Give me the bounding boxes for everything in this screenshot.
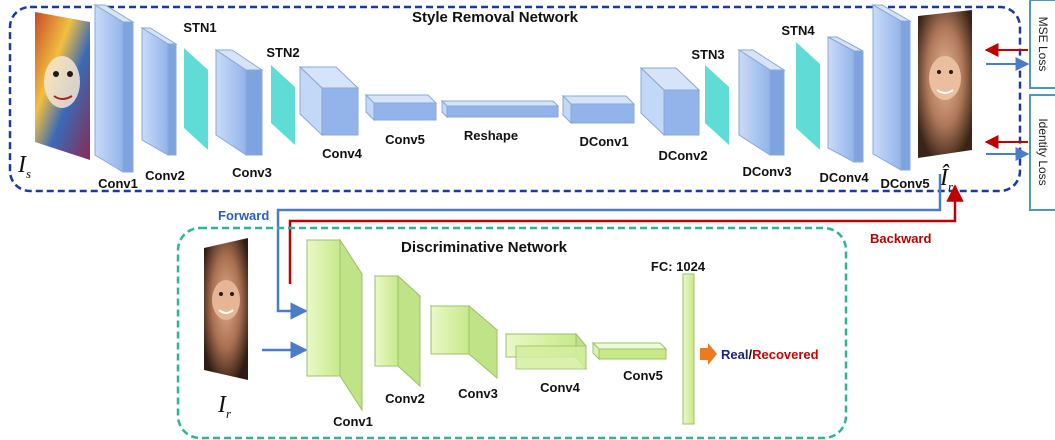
- disc-label-fc: FC: 1024: [651, 259, 706, 274]
- label-stn3: STN3: [691, 47, 724, 62]
- disc-label-conv5: Conv5: [623, 368, 663, 383]
- input-symbol-Ir: Ir: [217, 392, 232, 421]
- stylized-input-image: [35, 12, 90, 160]
- label-dconv1: DConv1: [579, 134, 628, 149]
- forward-path: [276, 174, 942, 320]
- block-dconv1: [561, 94, 636, 125]
- label-stn1: STN1: [183, 20, 216, 35]
- forward-label: Forward: [218, 208, 269, 223]
- identity-loss-box: [1029, 94, 1055, 211]
- disc-label-conv4: Conv4: [540, 380, 581, 395]
- input-symbol-Is: Is: [17, 152, 31, 181]
- disc-block-conv3: [429, 304, 499, 380]
- label-dconv5: DConv5: [880, 176, 929, 191]
- disc-label-conv3: Conv3: [458, 386, 498, 401]
- label-stn2: STN2: [266, 45, 299, 60]
- disc-label-conv2: Conv2: [385, 391, 425, 406]
- label-dconv3: DConv3: [742, 164, 791, 179]
- block-conv1: [93, 4, 135, 173]
- style-removal-frame: [8, 5, 1022, 193]
- disc-block-fc: [682, 273, 695, 425]
- block-conv2: [140, 27, 178, 156]
- disc-block-conv1: [306, 238, 363, 412]
- block-stn1: [184, 48, 208, 150]
- block-conv5: [364, 93, 438, 122]
- block-conv3: [214, 49, 264, 156]
- block-dconv2: [639, 66, 701, 137]
- style-removal-title: Style Removal Network: [412, 9, 579, 26]
- discriminative-title: Discriminative Network: [401, 239, 568, 256]
- block-stn4: [796, 42, 820, 150]
- block-conv4: [298, 65, 360, 137]
- backward-label: Backward: [870, 231, 931, 246]
- mse-loss-label: MSE Loss: [1036, 17, 1050, 72]
- disc-block-conv5: [591, 341, 668, 361]
- block-stn2: [271, 65, 295, 145]
- disc-block-conv2: [373, 274, 422, 388]
- block-dconv3: [737, 49, 786, 156]
- label-conv5: Conv5: [385, 132, 425, 147]
- block-stn3: [705, 65, 729, 145]
- block-reshape: [440, 99, 560, 119]
- identity-loss-label: Identity Loss: [1036, 118, 1050, 185]
- mse-loss-box: [1029, 0, 1055, 89]
- label-conv3: Conv3: [232, 165, 272, 180]
- label-conv4: Conv4: [322, 146, 363, 161]
- label-dconv4: DConv4: [819, 170, 869, 185]
- real-input-image: [204, 238, 248, 380]
- block-dconv5: [871, 4, 912, 171]
- backward-path: [288, 184, 964, 284]
- block-dconv4: [827, 36, 864, 163]
- disc-block-conv4: [504, 332, 588, 371]
- label-conv2: Conv2: [145, 168, 185, 183]
- output-arrow: [700, 343, 717, 365]
- label-conv1: Conv1: [98, 176, 138, 191]
- label-stn4: STN4: [781, 23, 815, 38]
- disc-label-conv1: Conv1: [333, 414, 373, 429]
- label-reshape: Reshape: [464, 128, 518, 143]
- discriminative-frame: [176, 226, 848, 440]
- label-dconv2: DConv2: [658, 148, 707, 163]
- recovered-output-image: [918, 10, 972, 158]
- output-text: Real/Recovered: [721, 347, 819, 362]
